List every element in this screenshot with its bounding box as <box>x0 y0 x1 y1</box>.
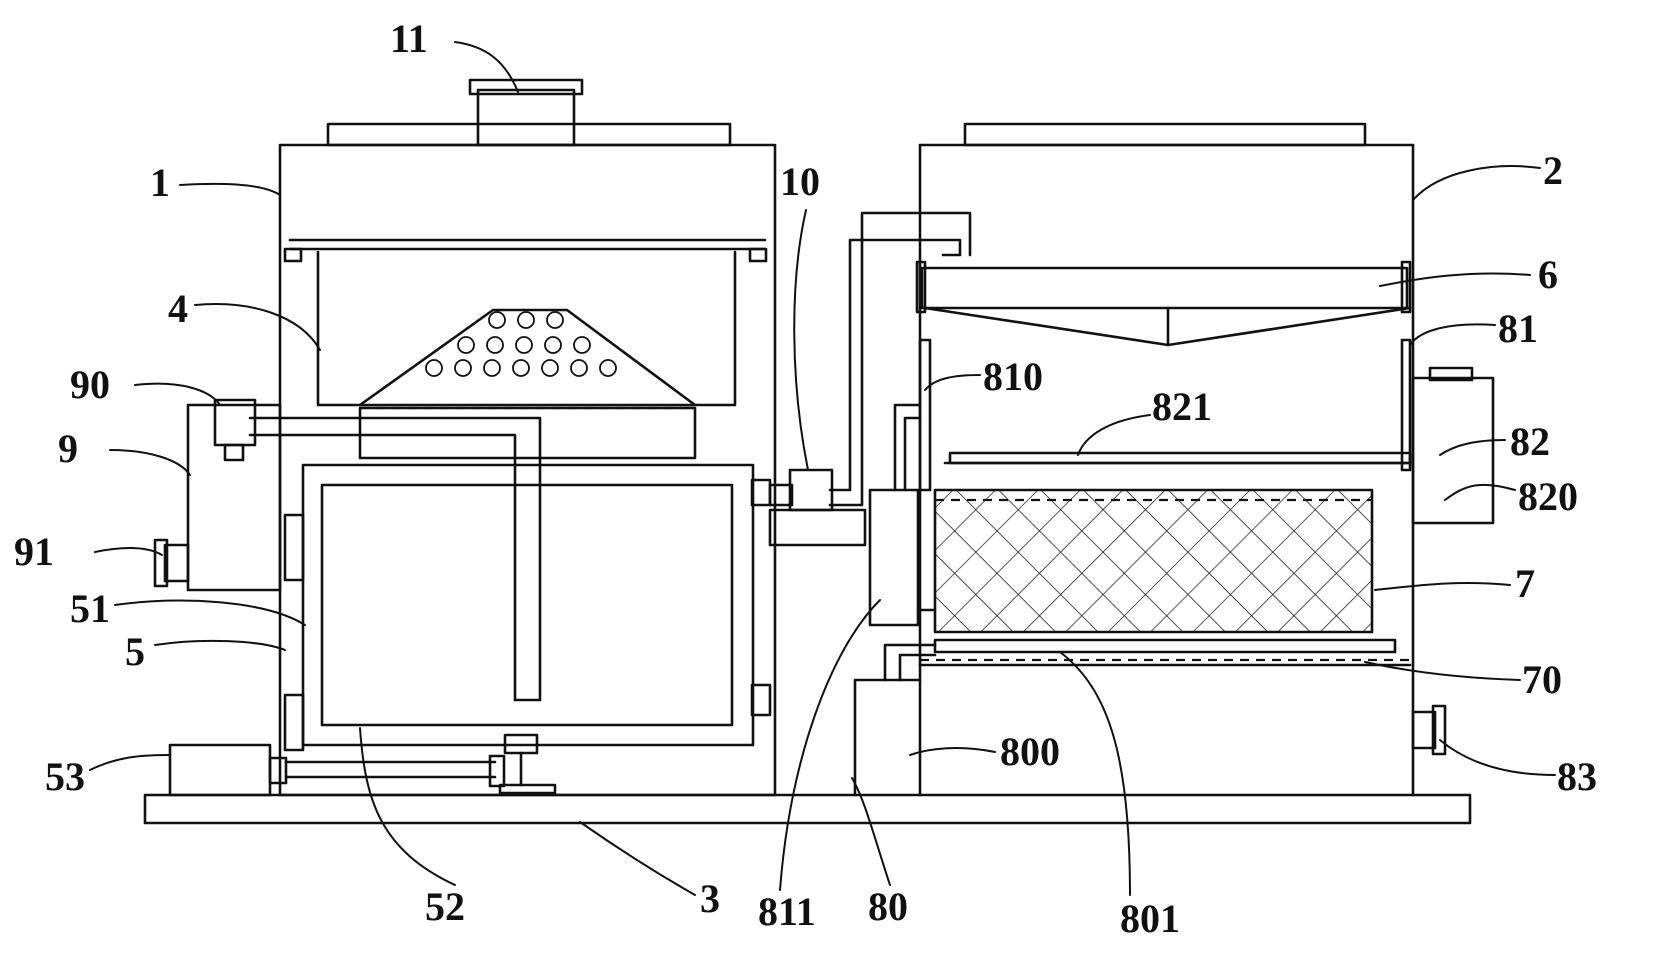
internal-pipe <box>248 416 542 702</box>
wall-plate-810 <box>918 338 932 492</box>
label-811: 811 <box>758 889 816 934</box>
label-7: 7 <box>1515 561 1535 606</box>
top-tray <box>943 451 1412 465</box>
label-70: 70 <box>1522 657 1562 702</box>
spray-plate <box>915 260 1412 347</box>
label-821: 821 <box>1152 384 1212 429</box>
side-box <box>153 398 282 592</box>
left-tank <box>278 78 777 797</box>
label-81: 81 <box>1498 306 1538 351</box>
label-52: 52 <box>425 884 465 929</box>
transfer-pump <box>768 211 972 547</box>
base-plate <box>143 793 1472 825</box>
label-11: 11 <box>390 16 428 61</box>
label-801: 801 <box>1120 896 1180 941</box>
bottom-box <box>853 643 937 797</box>
label-1: 1 <box>150 160 170 205</box>
pump <box>168 743 506 797</box>
side-box-82 <box>1411 366 1495 525</box>
inner-tank <box>283 463 772 752</box>
label-10: 10 <box>780 159 820 204</box>
label-82: 82 <box>1510 419 1550 464</box>
label-2: 2 <box>1543 148 1563 193</box>
label-51: 51 <box>70 586 110 631</box>
label-800: 800 <box>1000 729 1060 774</box>
label-91: 91 <box>14 529 54 574</box>
label-83: 83 <box>1557 754 1597 799</box>
label-4: 4 <box>168 286 188 331</box>
reference-numerals: 11 1 10 2 4 6 81 90 810 821 9 82 820 91 … <box>14 16 1597 941</box>
label-3: 3 <box>700 876 720 921</box>
label-6: 6 <box>1538 252 1558 297</box>
wall-plate-81 <box>1400 338 1412 472</box>
label-5: 5 <box>125 629 145 674</box>
drain-valve <box>498 733 557 795</box>
leader-lines <box>89 41 1556 896</box>
perforation-holes <box>425 311 617 377</box>
control-box <box>868 403 937 627</box>
mesh-filter <box>933 488 1374 634</box>
label-820: 820 <box>1518 474 1578 519</box>
label-90: 90 <box>70 362 110 407</box>
label-80: 80 <box>868 884 908 929</box>
label-53: 53 <box>45 754 85 799</box>
right-tank <box>918 122 1415 797</box>
label-810: 810 <box>983 354 1043 399</box>
label-9: 9 <box>58 426 78 471</box>
hopper <box>283 238 768 460</box>
outlet-83 <box>1411 704 1447 756</box>
bottom-tray <box>918 638 1412 667</box>
